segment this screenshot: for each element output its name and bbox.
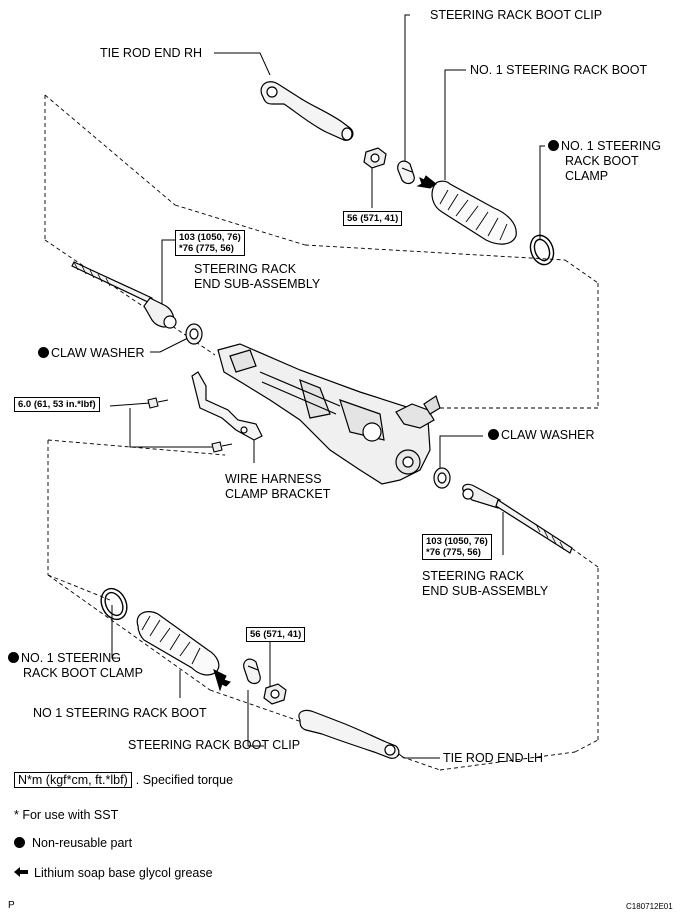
rack-end-top [71,261,177,329]
torque-rack-end-bottom-value: 103 (1050, 76) [426,536,488,547]
non-reusable-dot-icon [488,429,499,440]
legend-torque-unit: N*m (kgf*cm, ft.*lbf) [14,772,132,788]
rack-boot-bottom [136,611,220,676]
non-reusable-dot-icon [38,347,49,358]
torque-rack-end-top: 103 (1050, 76) *76 (775, 56) [175,230,245,256]
label-boot-clip-top: STEERING RACK BOOT CLIP [430,8,603,22]
torque-rack-end-bottom: 103 (1050, 76) *76 (775, 56) [422,534,492,560]
rack-boot-top [431,180,517,245]
nut-top [363,147,387,169]
label-tie-rod-lh: TIE ROD END LH [443,751,544,765]
tie-rod-end-rh [260,81,354,141]
boot-clip-top [397,160,415,185]
claw-washer-left [185,323,203,345]
legend-non-reusable: Non-reusable part [14,836,132,850]
leader-lines [109,14,545,759]
label-boot-clip-bottom: STEERING RACK BOOT CLIP [128,738,301,752]
non-reusable-dot-icon [8,652,19,663]
torque-nut-bottom: 56 (571, 41) [246,627,306,642]
label-boot-clamp-top-line3: CLAMP [565,169,609,183]
torque-rack-end-top-sst-value: *76 (775, 56) [179,243,234,254]
label-boot-clamp-bottom-2: RACK BOOT CLAMP [23,666,143,680]
label-boot-clamp-bottom: NO. 1 STEERING [8,651,121,665]
steering-gear-housing [217,343,441,485]
label-rack-end-bottom-2: END SUB-ASSEMBLY [422,584,549,598]
label-claw-washer-right: CLAW WASHER [488,428,595,442]
label-tie-rod-rh: TIE ROD END RH [100,46,203,60]
legend-torque-text: . Specified torque [135,773,234,787]
bolt-lower [211,441,233,453]
boot-clip-bottom [243,658,261,685]
torque-rack-end-bottom-sst-value: *76 (775, 56) [426,547,481,558]
torque-rack-end-top-value: 103 (1050, 76) [179,232,241,243]
torque-bolt: 6.0 (61, 53 in.*lbf) [14,397,100,412]
bolt-upper [147,397,169,409]
label-boot-clamp-top-line2: RACK BOOT [565,154,639,168]
tie-rod-end-lh [298,709,400,759]
grease-arrow-icon [14,867,28,877]
label-rack-end-bottom-1: STEERING RACK [422,569,525,583]
grease-arrow-bottom [213,669,231,692]
rack-end-bottom [462,483,573,554]
figure-code: C180712E01 [626,902,673,911]
label-wire-harness-2: CLAMP BRACKET [225,487,331,501]
footer-left-code: P [8,900,15,911]
non-reusable-dot-icon [14,837,25,848]
label-rack-end-top-2: END SUB-ASSEMBLY [194,277,321,291]
label-boot-clamp-top: NO. 1 STEERING [548,139,661,153]
legend-torque: N*m (kgf*cm, ft.*lbf). Specified torque [14,772,233,788]
torque-nut-top: 56 (571, 41) [343,211,403,226]
boot-clamp-bottom [100,587,128,621]
wire-harness-clamp-bracket [191,371,263,441]
non-reusable-dot-icon [548,140,559,151]
label-claw-washer-left: CLAW WASHER [38,346,145,360]
nut-bottom [263,683,287,705]
legend-sst: * For use with SST [14,808,119,822]
label-wire-harness-1: WIRE HARNESS [225,472,322,486]
grease-arrow-top [416,175,437,189]
boot-clamp-top [529,234,555,266]
claw-washer-right [433,467,451,489]
label-boot-bottom: NO 1 STEERING RACK BOOT [33,706,207,720]
legend-grease: Lithium soap base glycol grease [14,866,213,880]
upper-dashed-outline [44,94,599,409]
label-boot-top: NO. 1 STEERING RACK BOOT [470,63,648,77]
label-rack-end-top-1: STEERING RACK [194,262,297,276]
